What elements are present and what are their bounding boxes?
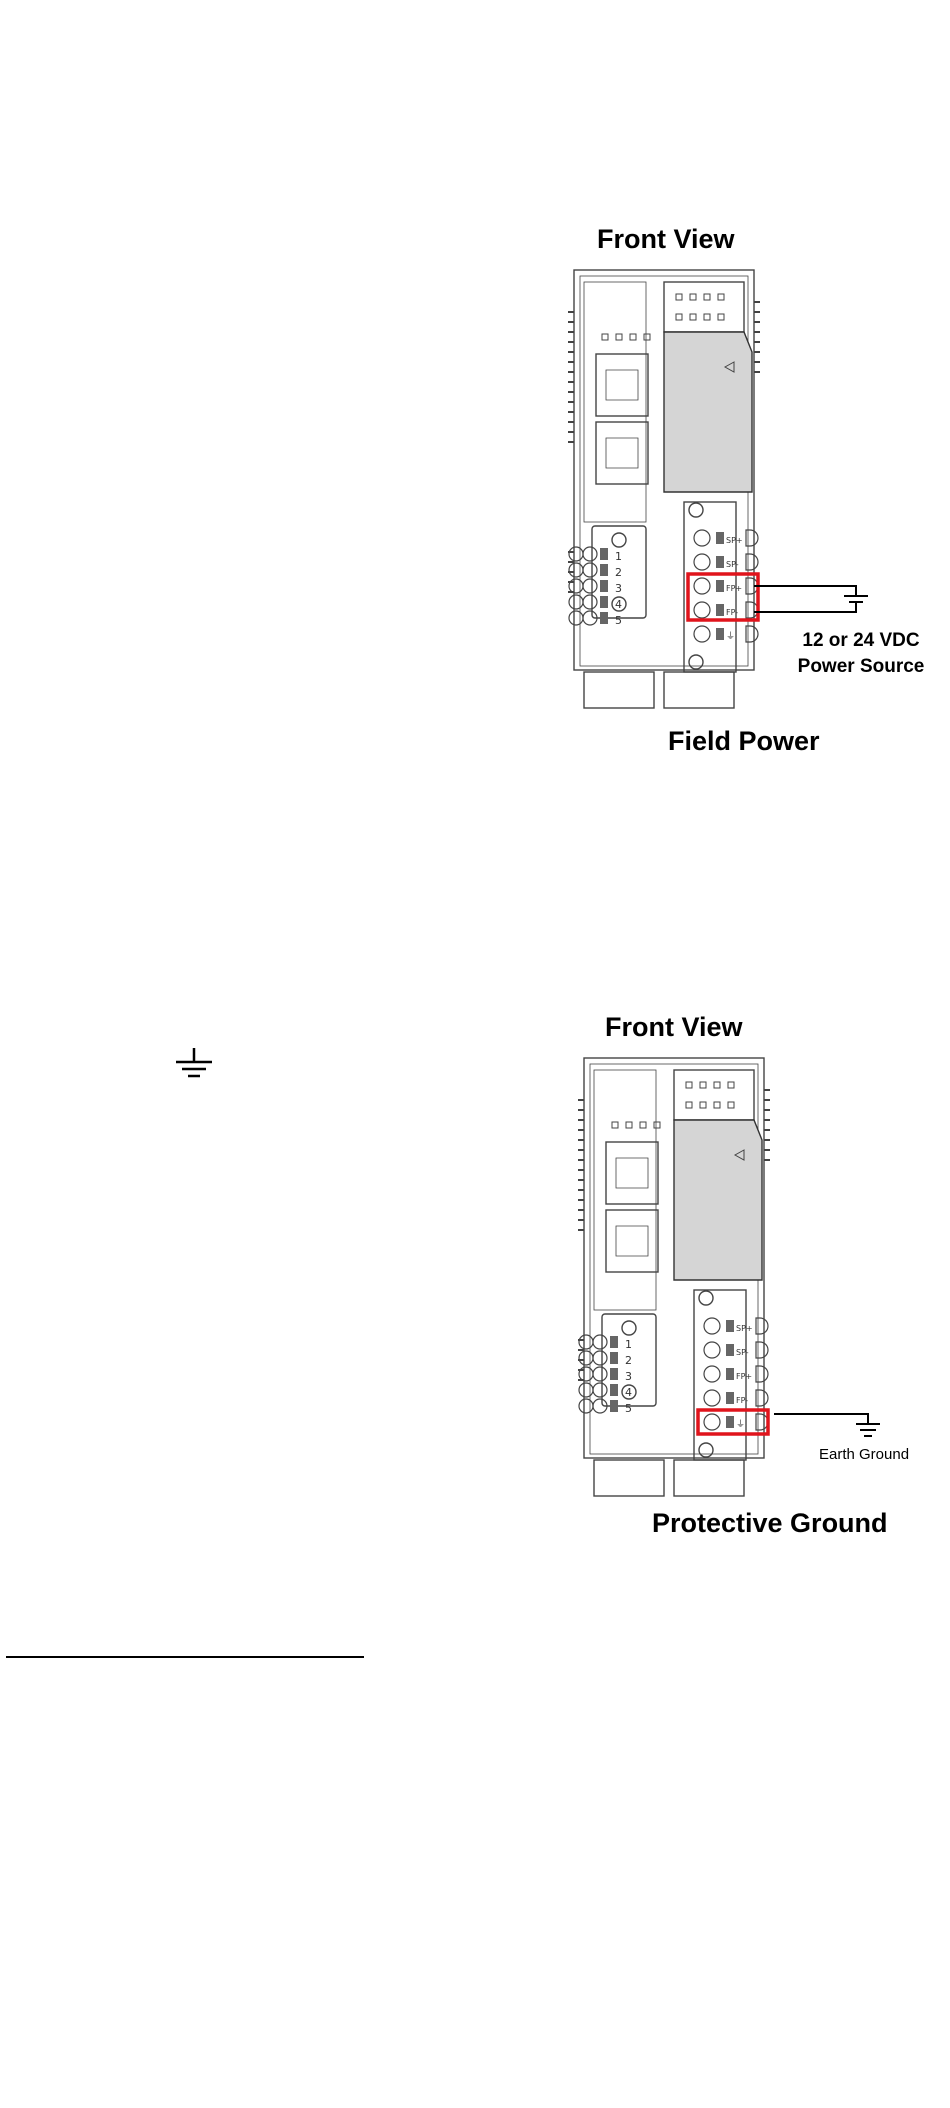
svg-text:1: 1 [625, 1338, 632, 1351]
svg-text:⏚: ⏚ [726, 631, 735, 642]
earth-ground-label: Earth Ground [819, 1446, 909, 1463]
power-source-line1: 12 or 24 VDC [776, 628, 946, 654]
protective-ground-module-drawing: 1 2 3 4 5 SP+ SP- FP+ FP- ⏚ [570, 1050, 790, 1500]
io-number-2: 2 [615, 566, 622, 579]
io-number-4: 4 [615, 598, 622, 611]
io-number-3: 3 [615, 582, 622, 595]
svg-text:5: 5 [625, 1402, 632, 1415]
svg-text:4: 4 [625, 1386, 632, 1399]
svg-text:SP-: SP- [736, 1348, 749, 1357]
io-number-5: 5 [615, 614, 622, 627]
diagram2-view-title: Front View [605, 1012, 743, 1043]
footnote-divider [6, 1656, 364, 1658]
protective-ground-wiring [772, 1404, 882, 1444]
svg-text:3: 3 [625, 1370, 632, 1383]
diagram1-view-title: Front View [597, 224, 735, 255]
diagram2-caption: Protective Ground [652, 1508, 888, 1539]
svg-text:2: 2 [625, 1354, 632, 1367]
io-number-1: 1 [615, 550, 622, 563]
terminal-sp-minus: SP- [726, 560, 739, 569]
svg-text:SP+: SP+ [736, 1324, 753, 1333]
terminal-fp-plus: FP+ [726, 584, 742, 593]
svg-text:FP+: FP+ [736, 1372, 752, 1381]
earth-ground-icon [172, 1044, 216, 1084]
svg-text:⏚: ⏚ [736, 1419, 745, 1430]
terminal-fp-minus: FP- [726, 608, 738, 617]
field-power-module-drawing: 1 2 3 4 5 SP+ SP- FP+ FP- ⏚ [560, 262, 780, 712]
svg-text:FP-: FP- [736, 1396, 748, 1405]
diagram1-caption: Field Power [668, 726, 820, 757]
terminal-sp-plus: SP+ [726, 536, 743, 545]
power-source-line2: Power Source [776, 654, 946, 680]
